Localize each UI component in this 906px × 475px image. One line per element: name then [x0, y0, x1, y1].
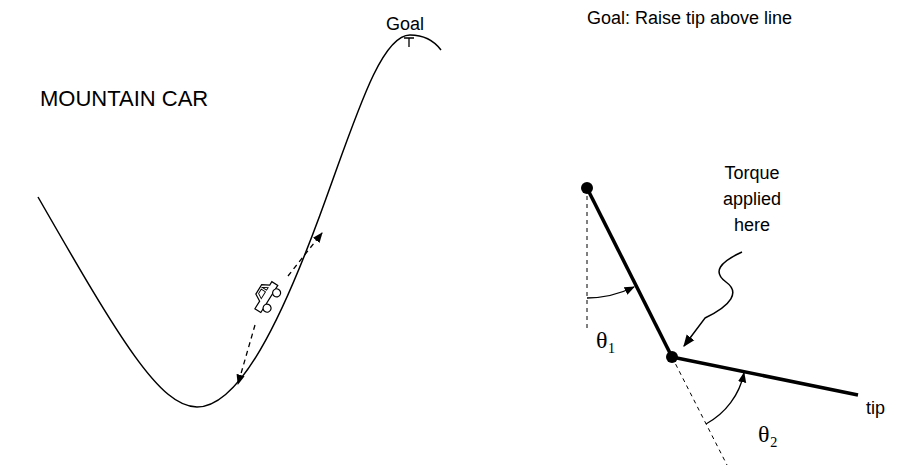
- pivot: [581, 182, 593, 194]
- goal-label: Goal: [386, 14, 424, 36]
- goal-statement: Goal: Raise tip above line: [587, 8, 792, 30]
- link-1: [587, 188, 672, 357]
- angle-label: θ₁: [596, 326, 616, 355]
- vertical-reference: [587, 188, 588, 330]
- tip-label: tip: [866, 398, 885, 420]
- joint: [666, 351, 678, 363]
- angle-label: θ₂: [758, 420, 778, 449]
- callout-text: Torque applied here: [705, 160, 799, 238]
- motion-arrow: [238, 325, 255, 384]
- angle-arc: [706, 373, 744, 424]
- link-2: [672, 357, 858, 395]
- panel-title: MOUNTAIN CAR: [40, 86, 208, 112]
- angle-arc: [587, 287, 634, 298]
- link-extension: [672, 357, 727, 465]
- motion-arrow: [288, 233, 322, 276]
- torque-pointer: [684, 252, 742, 346]
- car: [249, 278, 284, 316]
- mountain-curve: [38, 35, 441, 407]
- goal-marker: [404, 38, 414, 47]
